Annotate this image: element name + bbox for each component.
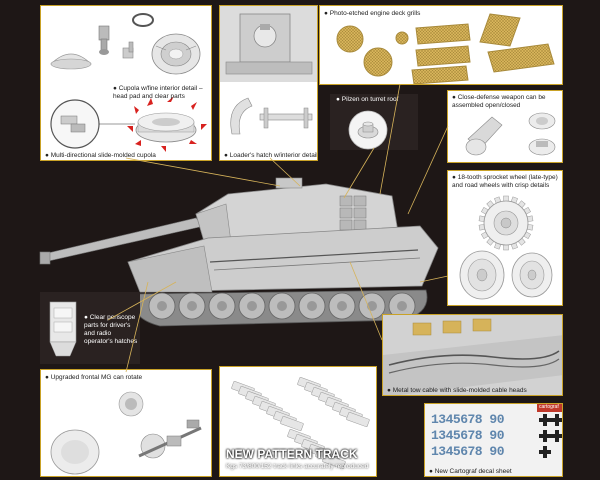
decal-row-3: 1345678 90 bbox=[431, 444, 505, 459]
slide-molded-cupola-label: ● Multi-directional slide-molded cupola bbox=[45, 152, 156, 159]
spare-track-links-turret bbox=[339, 195, 367, 231]
close-defense-illustration bbox=[465, 112, 556, 156]
turret-cupola bbox=[275, 177, 303, 189]
cupola-interior-part bbox=[151, 33, 201, 75]
track-links-part bbox=[231, 377, 370, 470]
track-subtitle: Kgs 73/800/152 track links accurately re… bbox=[226, 463, 369, 470]
decal-sheet-label: ● New Cartograf decal sheet bbox=[429, 468, 512, 475]
long-grill bbox=[487, 43, 555, 73]
tow-cable-panel: ● Metal tow cable with slide-molded cabl… bbox=[382, 314, 563, 396]
main-gun-barrel bbox=[39, 217, 205, 265]
close-defense-label: ● Close-defense weapon can be assembled … bbox=[452, 94, 546, 109]
loader-hatch-part bbox=[225, 13, 313, 75]
track-link bbox=[280, 416, 304, 432]
road-wheel-2-part bbox=[511, 252, 553, 298]
tow-cable-label: ● Metal tow cable with slide-molded cabl… bbox=[387, 387, 527, 394]
cupola-label: ● Cupola w/fine interior detail – head p… bbox=[113, 85, 203, 100]
loader-hatch-label: ● Loader's hatch w/interior detail bbox=[224, 152, 318, 159]
engine-grills-panel: ● Photo-etched engine deck grills bbox=[319, 5, 563, 85]
periscope-illustration bbox=[49, 301, 77, 357]
cross-decal-icon bbox=[539, 414, 562, 458]
spare-track-link bbox=[353, 195, 367, 207]
hatch-dome-part bbox=[50, 53, 92, 70]
frontal-mg-label: ● Upgraded frontal MG can rotate bbox=[45, 374, 143, 381]
sprocket-label: ● 18-tooth sprocket wheel (late-type) an… bbox=[452, 174, 558, 189]
tow-cable bbox=[209, 249, 419, 263]
track-panel: NEW PATTERN TRACK Kgs 73/800/152 track l… bbox=[219, 366, 377, 477]
spare-track-link bbox=[339, 219, 353, 231]
fan-grill bbox=[479, 13, 521, 47]
weapon-open-part bbox=[528, 138, 556, 156]
spare-track-link bbox=[353, 219, 367, 231]
close-defense-weapon-part bbox=[465, 116, 503, 156]
track-link bbox=[346, 412, 370, 428]
slide-molded-cupola-part bbox=[135, 112, 197, 143]
weapon-closed-part bbox=[528, 112, 556, 130]
commander-hatch-label: ● Separate commander's hatch swivel arm bbox=[45, 10, 102, 33]
hatch-arm-part bbox=[230, 97, 313, 135]
pilzen-label: ● Pilzen on turret roof bbox=[336, 96, 399, 103]
tow-cable-part bbox=[388, 350, 560, 366]
engine-grills-label: ● Photo-etched engine deck grills bbox=[324, 10, 421, 17]
hull bbox=[127, 225, 439, 293]
periscope-panel: ● Clear periscope parts for driver's and… bbox=[40, 292, 140, 364]
road-wheel-1-part bbox=[459, 250, 505, 300]
loader-hatch-panel: ● Loader's hatch w/interior detail bbox=[219, 5, 318, 161]
spare-track-link bbox=[339, 207, 353, 219]
rect-grill-1 bbox=[415, 23, 471, 45]
round-grill-1 bbox=[336, 25, 364, 53]
cartograf-logo bbox=[537, 404, 562, 412]
cartograf-brand: cartograf bbox=[539, 404, 559, 410]
tow-cable-illustration bbox=[383, 315, 562, 395]
round-grill-2 bbox=[363, 47, 393, 77]
ring-part bbox=[132, 13, 154, 27]
rect-grill-3 bbox=[411, 65, 469, 84]
wheels-illustration bbox=[459, 195, 553, 300]
decal-panel: 1345678 90 1345678 90 1345678 90 cartogr… bbox=[424, 403, 563, 477]
decal-row-1: 1345678 90 bbox=[431, 412, 505, 427]
cupola-illustration bbox=[50, 13, 207, 152]
frontal-mg-panel: ● Upgraded frontal MG can rotate bbox=[40, 369, 212, 477]
track-link bbox=[322, 454, 346, 470]
track-title: NEW PATTERN TRACK bbox=[226, 447, 358, 461]
sprocket-wheel-part bbox=[478, 195, 534, 251]
bracket-part bbox=[122, 41, 134, 59]
mg-cover-part bbox=[50, 429, 100, 475]
grills-illustration bbox=[336, 13, 555, 84]
periscope-part bbox=[49, 301, 77, 357]
track-links-illustration bbox=[231, 377, 370, 470]
decal-row-2: 1345678 90 bbox=[431, 428, 505, 443]
loader-hatch-illustration bbox=[220, 6, 317, 135]
rect-grill-2 bbox=[415, 45, 471, 67]
mg-gun-part bbox=[138, 419, 202, 459]
sprocket-panel: ● 18-tooth sprocket wheel (late-type) an… bbox=[447, 170, 563, 306]
spare-track-link bbox=[353, 207, 367, 219]
frontal-mg-illustration bbox=[50, 391, 202, 475]
mg-ball-mount-part bbox=[118, 391, 144, 417]
cupola-panel: ● Separate commander's hatch swivel arm … bbox=[40, 5, 212, 161]
direction-arrows bbox=[127, 96, 207, 152]
periscope-label: ● Clear periscope parts for driver's and… bbox=[84, 314, 138, 345]
road-wheels bbox=[148, 292, 416, 320]
small-grill bbox=[395, 31, 409, 45]
swivel-arm-part bbox=[98, 25, 110, 55]
spare-track-link bbox=[339, 195, 353, 207]
balkenkreuz-decals bbox=[537, 404, 562, 458]
